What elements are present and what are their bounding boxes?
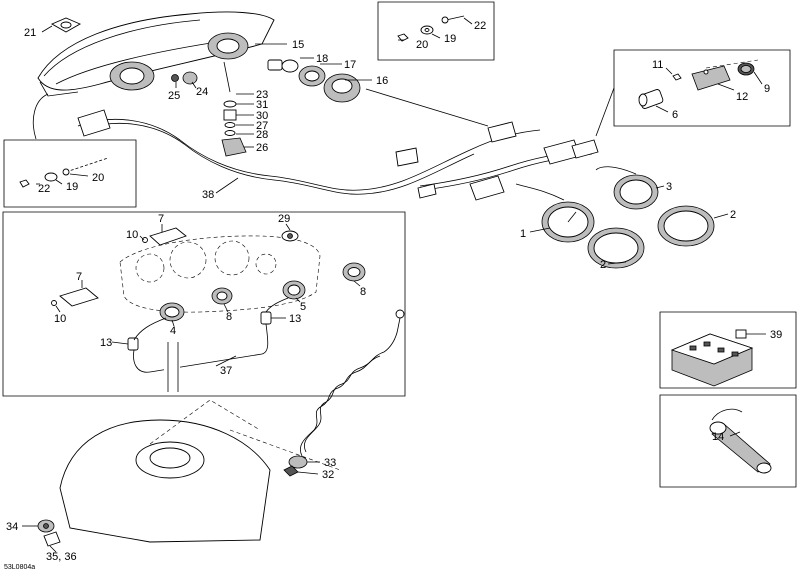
callout-1: 1 — [520, 228, 526, 240]
callout-33: 33 — [324, 457, 336, 469]
switch-part-34 — [37, 519, 55, 533]
console-cover — [59, 399, 341, 543]
detail-box-hardware-top — [377, 1, 495, 61]
detail-box-instrument-cluster — [2, 211, 406, 397]
lanyard-cord — [300, 309, 405, 457]
bulb-part-5 — [282, 280, 306, 300]
clip-part-21 — [50, 17, 82, 33]
callout-13-left: 13 — [100, 337, 112, 349]
detail-box-fuse-block — [659, 311, 797, 389]
callout-9: 9 — [764, 83, 770, 95]
callout-38: 38 — [202, 189, 214, 201]
cover-part-16 — [323, 73, 361, 103]
diagram-code: 53L0804a — [4, 564, 35, 571]
bulb-cap-part-17 — [298, 65, 326, 87]
leader-lines — [22, 17, 766, 553]
callout-23: 23 — [256, 89, 268, 101]
callout-11: 11 — [652, 59, 663, 71]
screw-part-22-top — [441, 15, 465, 24]
callout-10-top: 10 — [126, 229, 138, 241]
screw-part-10-left — [51, 300, 57, 306]
callout-6: 6 — [672, 109, 678, 121]
washer-part-19-left — [44, 172, 58, 182]
callout-3: 3 — [666, 181, 672, 193]
callout-2-lower: 2 — [600, 259, 606, 271]
nut-part-25 — [171, 74, 179, 82]
fuse-block — [670, 333, 754, 387]
callout-28: 28 — [256, 129, 268, 141]
bulb-part-18 — [267, 59, 299, 73]
callout-labels: 21 15 18 17 16 22 19 20 25 24 23 31 30 2… — [4, 20, 782, 571]
callout-7-left: 7 — [76, 271, 82, 283]
lens-part-9 — [737, 62, 755, 76]
callout-20-top: 20 — [416, 39, 428, 51]
lamp-holder-part-12 — [691, 65, 731, 91]
headlamp-housing — [37, 11, 275, 97]
grommet-part-8-center — [211, 287, 233, 305]
callout-32: 32 — [322, 469, 334, 481]
callout-7-top: 7 — [158, 213, 164, 225]
callout-19-top: 19 — [444, 33, 456, 45]
bulb-part-4 — [159, 302, 185, 322]
callout-8-center: 8 — [226, 311, 232, 323]
callout-8-right: 8 — [360, 286, 366, 298]
terminal-part-35-36 — [43, 531, 61, 547]
callout-17: 17 — [344, 59, 356, 71]
callout-35-36: 35, 36 — [46, 551, 77, 563]
callout-13-right: 13 — [289, 313, 301, 325]
callout-22-left: 22 — [38, 183, 50, 195]
adjuster-screw-stack — [221, 61, 247, 157]
connector-part-13-left — [127, 337, 139, 351]
bezel-part-2-lower — [587, 227, 645, 269]
detail-box-lamp — [613, 49, 791, 127]
nut-part-22-left — [19, 179, 30, 188]
callout-25: 25 — [168, 90, 180, 102]
lamp-socket-part-6 — [638, 89, 664, 109]
callout-34: 34 — [6, 521, 18, 533]
callout-4: 4 — [170, 325, 176, 337]
callout-26: 26 — [256, 142, 268, 154]
main-wiring-harness-part-38 — [77, 109, 599, 201]
callout-21: 21 — [24, 27, 36, 39]
callout-27: 27 — [256, 120, 268, 132]
gauge-part-3 — [613, 174, 659, 210]
bulb-holder-part-29 — [281, 230, 299, 242]
callout-12: 12 — [736, 91, 748, 103]
callout-20-left: 20 — [92, 172, 104, 184]
grommet-part-8-right — [342, 262, 366, 282]
callout-14: 14 — [712, 431, 724, 443]
detail-box-hardware-left — [3, 139, 137, 208]
callout-2-right: 2 — [730, 209, 736, 221]
nut-part-11 — [672, 73, 682, 81]
screw-part-20-left — [62, 157, 109, 176]
callout-10-left: 10 — [54, 313, 66, 325]
harness-part-37 — [133, 297, 289, 392]
fuse-part-39 — [735, 329, 747, 339]
bezel-part-2-right — [657, 205, 715, 247]
nut-part-20-top — [397, 33, 409, 42]
gauge-part-1 — [541, 201, 595, 243]
callout-18: 18 — [316, 53, 328, 65]
callout-39: 39 — [770, 329, 782, 341]
callout-30: 30 — [256, 110, 268, 122]
bracket-part-7-left — [59, 287, 99, 307]
callout-22-top: 22 — [474, 20, 486, 32]
bracket-part-7-top — [149, 227, 187, 246]
callout-29: 29 — [278, 213, 290, 225]
callout-16: 16 — [376, 75, 388, 87]
callout-15: 15 — [292, 39, 304, 51]
callout-31: 31 — [256, 99, 268, 111]
callout-19-left: 19 — [66, 181, 78, 193]
screw-part-10-top — [142, 237, 148, 243]
callout-24: 24 — [196, 86, 208, 98]
grommet-part-24 — [182, 71, 198, 85]
detail-box-grip-heater — [659, 394, 797, 488]
callout-5: 5 — [300, 301, 306, 313]
callout-37: 37 — [220, 365, 232, 377]
washer-part-19-top — [420, 25, 434, 35]
connector-part-13-right — [260, 311, 272, 325]
grip-heater-part-14 — [709, 408, 772, 474]
